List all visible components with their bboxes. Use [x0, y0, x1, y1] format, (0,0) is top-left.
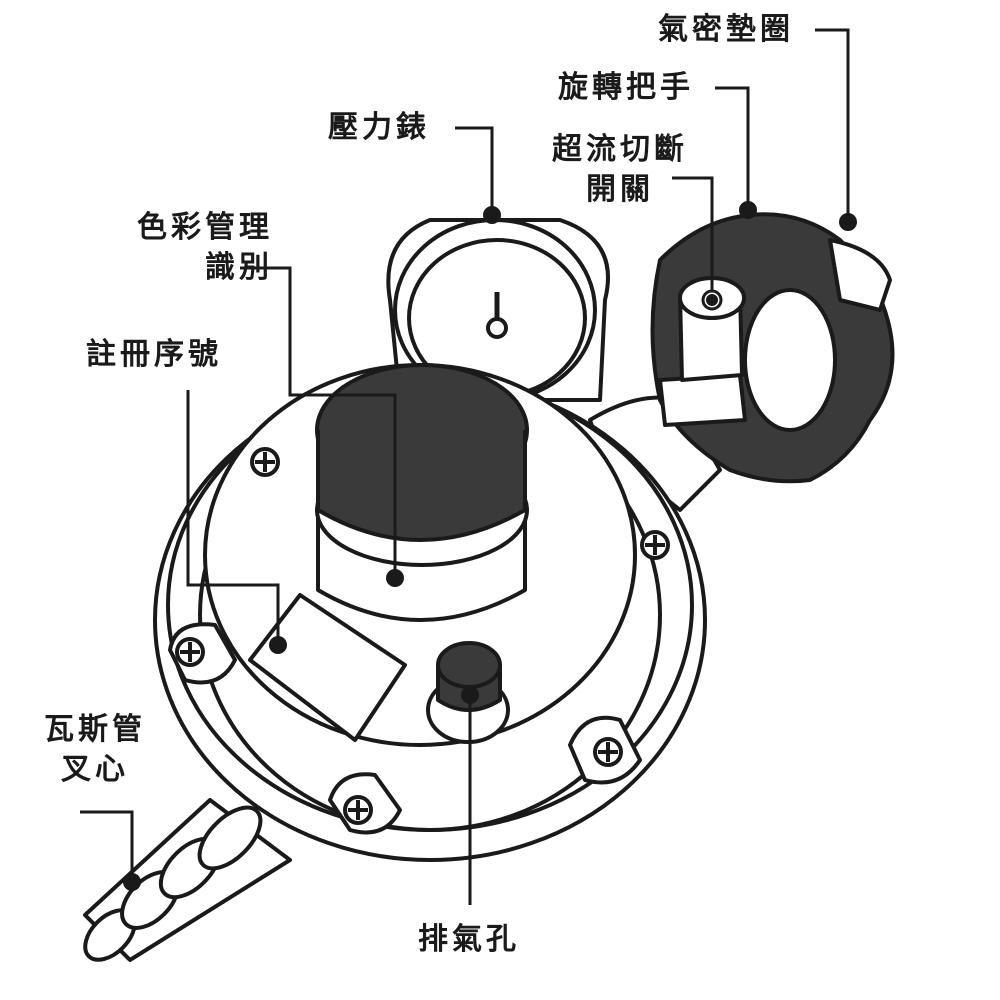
color-cap — [315, 363, 529, 622]
label-vent: 排氣孔 — [418, 922, 520, 957]
label-color-line1: 色彩管理 — [137, 210, 273, 245]
label-gauge: 壓力錶 — [328, 110, 430, 145]
label-color-line2: 識別 — [205, 250, 273, 285]
label-hose-line1: 瓦斯管 — [44, 712, 146, 747]
label-shutoff: 超流切斷 開關 — [545, 130, 695, 210]
leader-dots — [123, 201, 857, 891]
excess-flow-shutoff — [658, 276, 747, 427]
serial-plate — [248, 593, 407, 742]
label-serial: 註冊序號 — [86, 337, 222, 372]
pressure-gauge — [386, 218, 610, 402]
label-color: 色彩管理 識別 — [118, 208, 273, 288]
label-knob: 旋轉把手 — [558, 70, 694, 105]
label-shutoff-line2: 開關 — [586, 172, 654, 207]
screws — [168, 447, 670, 835]
hose-barb — [83, 798, 292, 962]
label-hose-line2: 叉心 — [61, 752, 129, 787]
label-shutoff-line1: 超流切斷 — [552, 132, 688, 167]
leader-lines — [80, 28, 850, 905]
label-gasket: 氣密墊圈 — [658, 12, 794, 47]
label-hose: 瓦斯管 叉心 — [30, 710, 160, 790]
